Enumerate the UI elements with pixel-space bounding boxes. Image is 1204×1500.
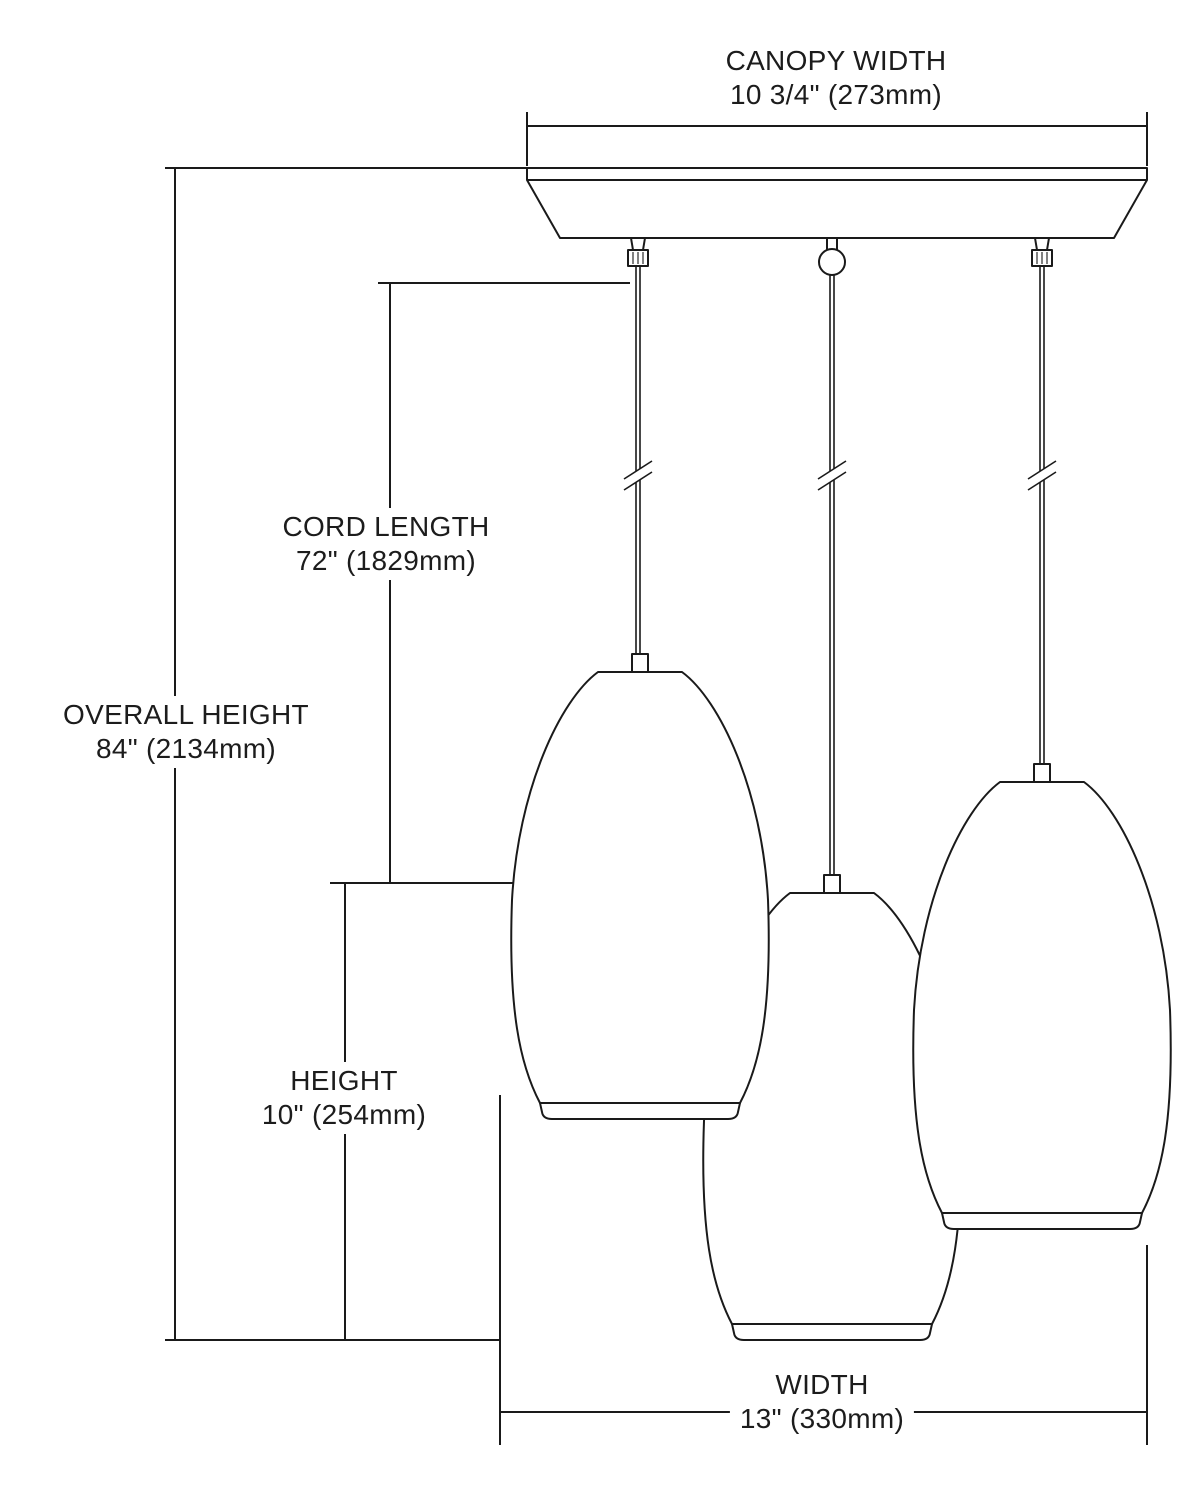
shade-right	[912, 763, 1172, 1230]
width-label: WIDTH 13" (330mm)	[729, 1366, 915, 1438]
cord-center	[817, 275, 847, 877]
canopy-width-dimension-lines	[526, 112, 1148, 166]
cord-length-value: 72" (1829mm)	[295, 545, 477, 576]
shade-center	[702, 874, 962, 1341]
canopy-width-title: CANOPY WIDTH	[725, 45, 947, 76]
overall-height-title: OVERALL HEIGHT	[63, 699, 309, 730]
overall-height-value: 84" (2134mm)	[95, 733, 277, 764]
canopy-mount-right	[1031, 237, 1053, 267]
width-value: 13" (330mm)	[739, 1403, 905, 1434]
height-label: HEIGHT 10" (254mm)	[251, 1062, 437, 1134]
canopy-mount-center	[818, 237, 846, 276]
overall-height-label: OVERALL HEIGHT 84" (2134mm)	[53, 696, 319, 768]
height-value: 10" (254mm)	[261, 1099, 427, 1130]
cord-right	[1027, 266, 1057, 766]
width-title: WIDTH	[775, 1369, 869, 1400]
shade-left	[510, 653, 770, 1120]
canopy-mount-left	[627, 237, 649, 267]
cord-length-title: CORD LENGTH	[282, 511, 490, 542]
canopy	[526, 167, 1148, 239]
cord-length-label: CORD LENGTH 72" (1829mm)	[272, 508, 500, 580]
canopy-width-label: CANOPY WIDTH 10 3/4" (273mm)	[726, 44, 947, 112]
canopy-width-value: 10 3/4" (273mm)	[729, 79, 943, 110]
height-title: HEIGHT	[290, 1065, 398, 1096]
cord-left	[623, 266, 653, 656]
